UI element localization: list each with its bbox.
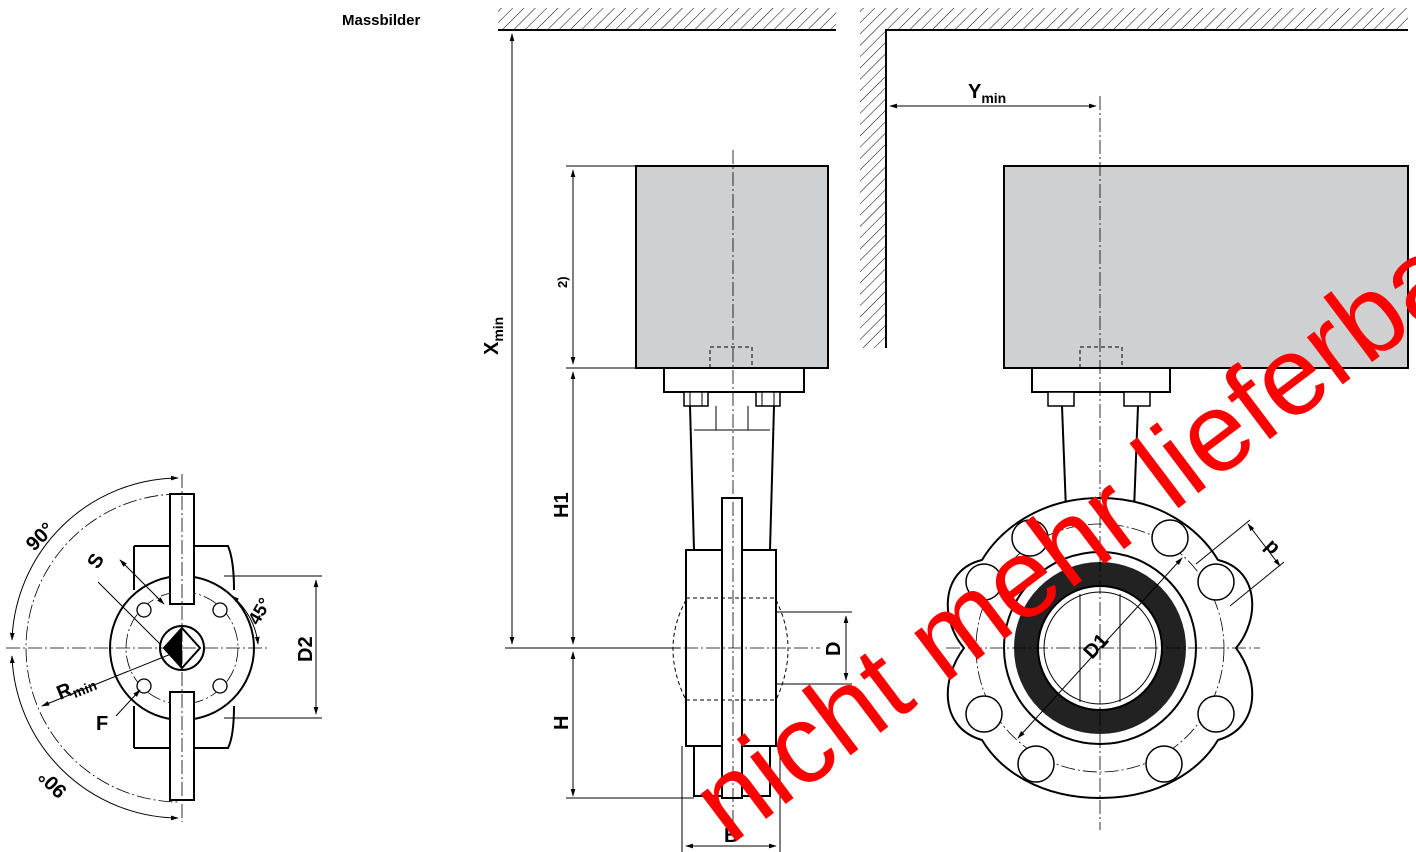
label-r-min: Rmin	[54, 669, 99, 706]
label-d: D	[823, 642, 845, 656]
label-d-small: d	[1259, 536, 1283, 560]
label-90-top: 90°	[22, 519, 59, 556]
label-f: F	[96, 713, 108, 735]
dimensions-top	[41, 559, 322, 719]
label-d2: D2	[295, 636, 317, 662]
side-view	[635, 150, 829, 830]
dimensions-front	[889, 103, 1285, 739]
ceiling-wall-right	[860, 8, 1408, 348]
ceiling-wall-middle	[498, 8, 836, 31]
label-note-2: 2)	[555, 276, 570, 288]
actuator-body-side	[635, 165, 829, 369]
label-h1: H1	[551, 492, 573, 518]
dimensions-side	[505, 33, 852, 852]
label-s: S	[83, 550, 109, 573]
actuator-body-front	[1003, 165, 1409, 369]
label-y-min: Ymin	[968, 81, 1006, 106]
section-title: Massbilder	[342, 12, 421, 29]
label-90-bottom: 90°	[35, 765, 72, 802]
label-x-min: Xmin	[481, 317, 506, 355]
label-b: B	[724, 825, 738, 847]
label-h: H	[551, 716, 573, 730]
